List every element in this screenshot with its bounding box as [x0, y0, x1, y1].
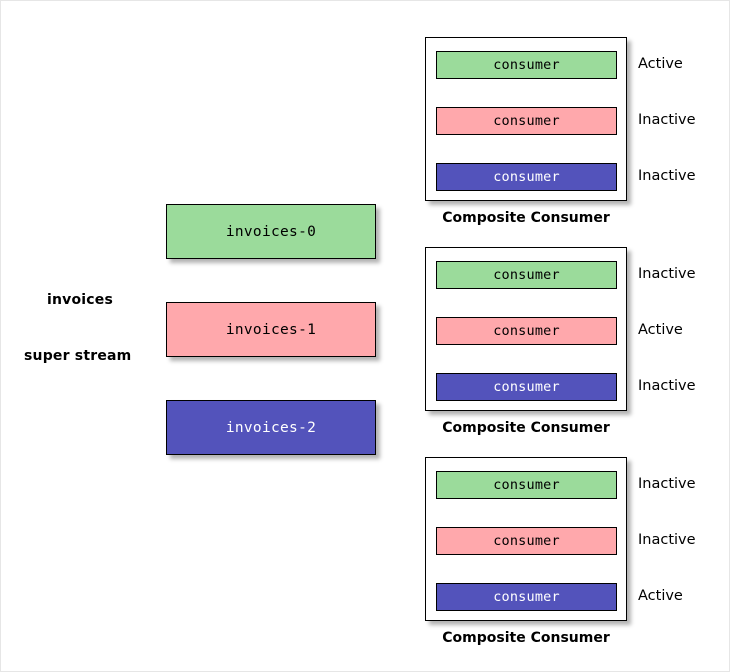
partition-label: invoices-1 — [225, 321, 317, 338]
composite-consumer-caption: Composite Consumer — [442, 630, 610, 646]
composite-consumer-group[interactable]: consumer consumer consumer — [425, 247, 627, 411]
consumer-box[interactable]: consumer — [436, 471, 617, 499]
consumer-label: consumer — [493, 169, 560, 185]
consumer-box[interactable]: consumer — [436, 51, 617, 79]
consumer-state-label: Inactive — [638, 476, 696, 492]
consumer-box[interactable]: consumer — [436, 527, 617, 555]
consumer-box[interactable]: consumer — [436, 261, 617, 289]
consumer-box[interactable]: consumer — [436, 373, 617, 401]
consumer-label: consumer — [493, 533, 560, 549]
partition-box-invoices-0[interactable]: invoices-0 — [166, 204, 376, 259]
consumer-state-label: Inactive — [638, 168, 696, 184]
composite-consumer-group[interactable]: consumer consumer consumer — [425, 457, 627, 621]
composite-consumer-caption: Composite Consumer — [442, 210, 610, 226]
consumer-state-label: Inactive — [638, 378, 696, 394]
partition-label: invoices-2 — [225, 419, 317, 436]
consumer-state-label: Active — [638, 56, 683, 72]
partition-box-invoices-1[interactable]: invoices-1 — [166, 302, 376, 357]
consumer-label: consumer — [493, 589, 560, 605]
composite-consumer-caption: Composite Consumer — [442, 420, 610, 436]
consumer-box[interactable]: consumer — [436, 107, 617, 135]
super-stream-kind-label: super stream — [24, 348, 132, 364]
consumer-label: consumer — [493, 267, 560, 283]
consumer-label: consumer — [493, 113, 560, 129]
consumer-state-label: Active — [638, 588, 683, 604]
consumer-box[interactable]: consumer — [436, 317, 617, 345]
consumer-label: consumer — [493, 379, 560, 395]
consumer-state-label: Inactive — [638, 532, 696, 548]
consumer-label: consumer — [493, 57, 560, 73]
consumer-state-label: Active — [638, 322, 683, 338]
consumer-box[interactable]: consumer — [436, 583, 617, 611]
partition-label: invoices-0 — [225, 223, 317, 240]
consumer-box[interactable]: consumer — [436, 163, 617, 191]
consumer-label: consumer — [493, 323, 560, 339]
partition-box-invoices-2[interactable]: invoices-2 — [166, 400, 376, 455]
consumer-label: consumer — [493, 477, 560, 493]
composite-consumer-group[interactable]: consumer consumer consumer — [425, 37, 627, 201]
consumer-state-label: Inactive — [638, 112, 696, 128]
consumer-state-label: Inactive — [638, 266, 696, 282]
super-stream-name-label: invoices — [47, 292, 114, 308]
